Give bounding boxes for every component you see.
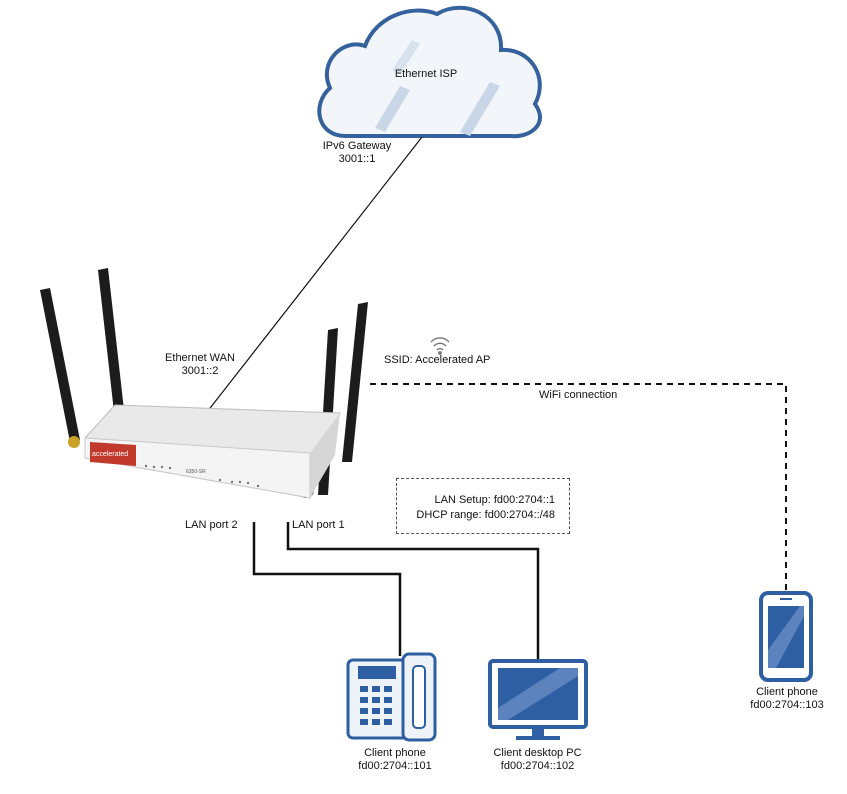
gateway-label: IPv6 Gateway 3001::1: [302, 140, 412, 166]
dhcp-range-text: DHCP range: fd00:2704::/48: [416, 509, 555, 521]
device-address: fd00:2704::101: [358, 760, 432, 772]
lan-cable-port2: [252, 522, 402, 656]
desk-phone-icon: [346, 652, 437, 742]
device-name: Client phone: [756, 686, 818, 698]
cloud-icon: [317, 5, 542, 139]
device-name: Client desktop PC: [493, 747, 582, 759]
wan-label: Ethernet WAN 3001::2: [150, 352, 250, 378]
device-mobile-phone-label: Client phone fd00:2704::103: [735, 686, 839, 712]
router-icon: accelerated 6350-SR: [40, 268, 368, 499]
device-desk-phone-label: Client phone fd00:2704::101: [340, 747, 450, 773]
lan-port2-label: LAN port 2: [185, 519, 238, 531]
device-name: Client phone: [364, 747, 426, 759]
device-address: fd00:2704::103: [750, 699, 824, 711]
wifi-connection-label: WiFi connection: [539, 389, 618, 401]
gateway-address: 3001::1: [338, 153, 376, 165]
device-address: fd00:2704::102: [500, 760, 575, 772]
gateway-title: IPv6 Gateway: [322, 140, 392, 152]
lan-port1-label: LAN port 1: [292, 519, 345, 531]
router-brand-text: accelerated: [92, 451, 128, 458]
wan-link-line: [206, 136, 423, 413]
device-desktop-label: Client desktop PC fd00:2704::102: [475, 747, 600, 773]
mobile-phone-icon: [759, 591, 813, 682]
router-model-text: 6350-SR: [186, 469, 206, 475]
lan-setup-text: LAN Setup: fd00:2704::1: [434, 494, 555, 506]
lan-cable-port1: [286, 522, 540, 661]
wan-address: 3001::2: [181, 365, 219, 377]
cloud-label: Ethernet ISP: [394, 68, 458, 80]
ssid-label: SSID: Accelerated AP: [384, 354, 491, 366]
desktop-monitor-icon: [488, 659, 588, 740]
wifi-signal-icon: [430, 337, 450, 355]
lan-setup-box: LAN Setup: fd00:2704::1 DHCP range: fd00…: [396, 478, 570, 534]
wan-title: Ethernet WAN: [165, 352, 235, 364]
wifi-connection-line: [370, 383, 787, 593]
